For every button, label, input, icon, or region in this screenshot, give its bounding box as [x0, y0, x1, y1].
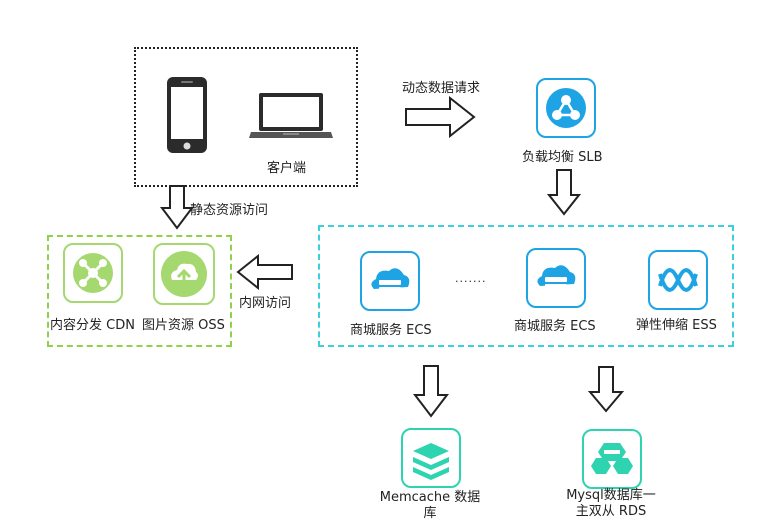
memcache-label-line1: Memcache 数据 — [379, 490, 481, 505]
ecs-icon — [371, 268, 410, 299]
arrow-down-icon — [547, 169, 581, 216]
rds-tile — [582, 429, 642, 489]
cdn-icon — [73, 253, 113, 293]
static-access-label: 静态资源访问 — [190, 203, 269, 218]
slb-label: 负载均衡 SLB — [522, 150, 603, 165]
client-label: 客户端 — [267, 161, 307, 176]
arrow-down-icon — [413, 365, 449, 418]
arrow-down-icon — [588, 366, 624, 413]
memcache-label-line2: 库 — [423, 506, 437, 521]
rds-label-line2: 主双从 RDS — [575, 504, 647, 519]
cdn-tile — [63, 243, 123, 303]
laptop-icon — [249, 93, 333, 138]
ess-label: 弹性伸缩 ESS — [636, 318, 717, 333]
memcache-tile — [401, 428, 461, 488]
cdn-label: 内容分发 CDN — [50, 318, 135, 333]
rds-icon — [591, 443, 633, 474]
ellipsis: ....... — [455, 272, 487, 285]
arrow-down-icon — [160, 185, 194, 230]
ecs1-label: 商城服务 ECS — [350, 323, 432, 338]
phone-icon — [167, 77, 207, 153]
ess-icon — [658, 268, 698, 292]
memcache-icon — [413, 443, 449, 480]
oss-label: 图片资源 OSS — [142, 318, 225, 333]
static-resources-group — [47, 235, 232, 347]
arrow-right-icon — [405, 96, 476, 138]
ecs2-label: 商城服务 ECS — [514, 319, 596, 334]
ecs2-tile — [526, 248, 586, 308]
arrow-left-icon — [236, 254, 293, 290]
dynamic-request-label: 动态数据请求 — [402, 81, 481, 96]
service-cluster-group — [318, 225, 734, 347]
ecs1-tile — [360, 251, 420, 311]
ecs-icon — [537, 265, 576, 296]
intranet-access-label: 内网访问 — [239, 296, 292, 311]
slb-icon — [546, 88, 586, 128]
client-group — [134, 47, 358, 187]
ess-tile — [648, 250, 708, 310]
oss-tile — [153, 243, 215, 305]
slb-tile — [536, 78, 596, 138]
oss-icon — [161, 251, 207, 297]
rds-label-line1: Mysql数据库一 — [566, 488, 656, 503]
